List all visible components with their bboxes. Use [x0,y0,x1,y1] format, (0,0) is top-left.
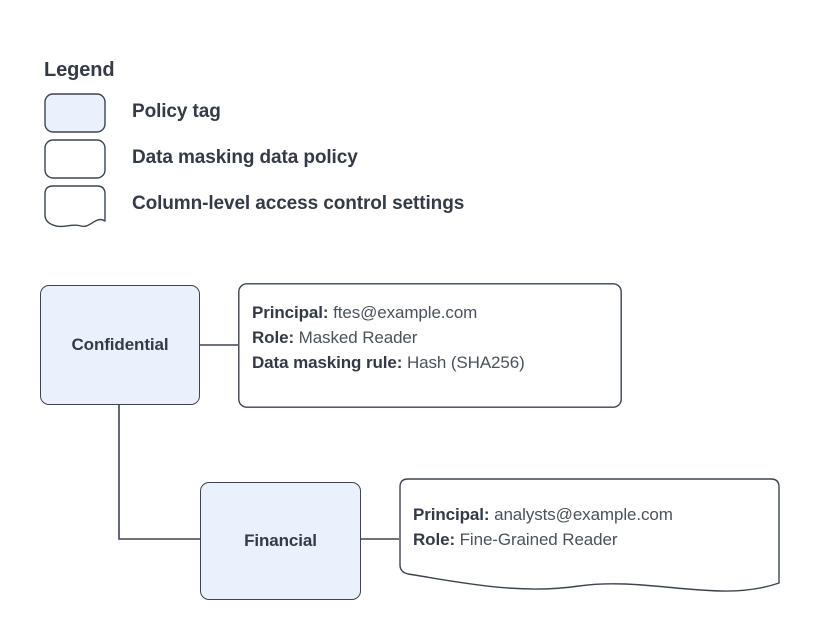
data-policy-swatch-icon [44,139,106,179]
legend-item-policy-tag: Policy tag [44,90,604,136]
node-confidential[interactable]: Confidential [40,285,200,405]
legend-item-access-settings: Column-level access control settings [44,182,604,228]
box-frame [238,283,622,408]
legend-item-data-masking-policy: Data masking data policy [44,136,604,182]
legend: Legend Policy tag Data masking data poli… [44,58,604,228]
box-frame [399,478,780,596]
edge-confidential-to-financial [118,405,200,540]
policy-tag-swatch-icon [44,93,106,133]
legend-item-label: Column-level access control settings [132,193,465,214]
node-financial[interactable]: Financial [200,482,361,600]
legend-title: Legend [44,59,115,81]
box-data-masking-policy[interactable]: Principal: ftes@example.com Role: Masked… [238,283,622,408]
legend-item-label: Data masking data policy [132,147,358,168]
box-access-control-settings[interactable]: Principal: analysts@example.com Role: Fi… [399,478,780,596]
access-settings-swatch-icon [44,185,106,228]
legend-item-label: Policy tag [132,101,221,122]
